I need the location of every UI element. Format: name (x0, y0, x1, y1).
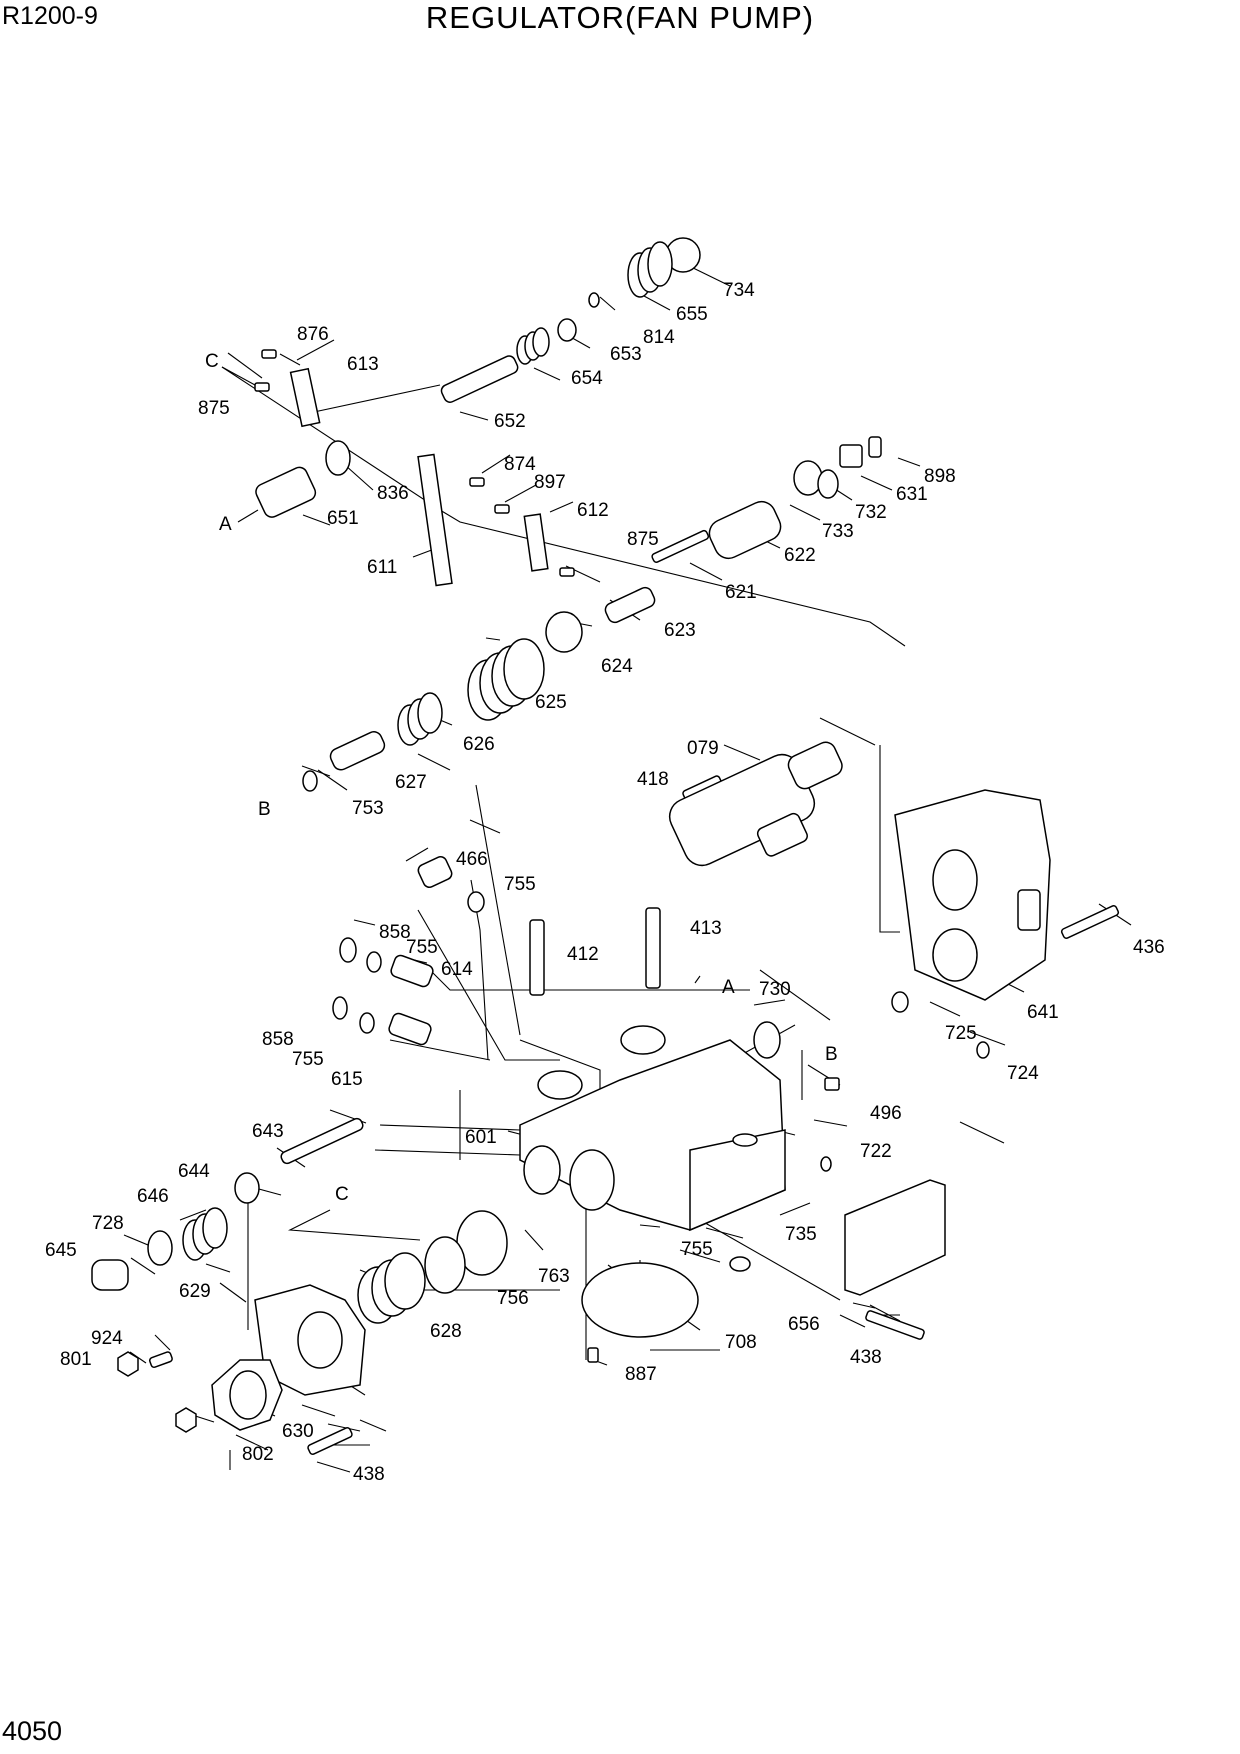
callout-c-bottom: C (335, 1184, 349, 1205)
callout-496: 496 (870, 1103, 902, 1124)
callout-836: 836 (377, 483, 409, 504)
callout-730: 730 (759, 979, 791, 1000)
callout-858-bottom: 858 (262, 1029, 294, 1050)
callout-644: 644 (178, 1161, 210, 1182)
callout-613: 613 (347, 354, 379, 375)
callout-755-b: 755 (406, 937, 438, 958)
spring-646 (182, 1207, 228, 1261)
callout-654: 654 (571, 368, 603, 389)
callout-728: 728 (92, 1213, 124, 1234)
callout-887: 887 (625, 1364, 657, 1385)
callout-858-top: 858 (379, 922, 411, 943)
plug-628 (357, 1252, 426, 1324)
callout-755-d: 755 (681, 1239, 713, 1260)
callout-734: 734 (723, 280, 755, 301)
callout-641: 641 (1027, 1002, 1059, 1023)
callout-627: 627 (395, 772, 427, 793)
diagram-title: REGULATOR(FAN PUMP) (425, 0, 815, 35)
spring-626 (397, 692, 443, 746)
callout-724: 724 (1007, 1063, 1039, 1084)
callout-735: 735 (785, 1224, 817, 1245)
callout-438-right: 438 (850, 1347, 882, 1368)
callout-755-c: 755 (292, 1049, 324, 1070)
callout-b-right: B (825, 1044, 838, 1065)
callout-413: 413 (690, 918, 722, 939)
callout-623: 623 (664, 620, 696, 641)
page-number: 4050 (2, 1716, 63, 1746)
callout-652: 652 (494, 411, 526, 432)
callout-802: 802 (242, 1444, 274, 1465)
spring-654 (516, 327, 550, 365)
callout-756: 756 (497, 1288, 529, 1309)
callout-651: 651 (327, 508, 359, 529)
callout-615: 615 (331, 1069, 363, 1090)
callout-466: 466 (456, 849, 488, 870)
parts-art (91, 237, 1120, 1456)
callout-629: 629 (179, 1281, 211, 1302)
callout-753: 753 (352, 798, 384, 819)
callout-438-bottom: 438 (353, 1464, 385, 1485)
callout-725: 725 (945, 1023, 977, 1044)
callout-626: 626 (463, 734, 495, 755)
callout-875-mid: 875 (627, 529, 659, 550)
callout-708: 708 (725, 1332, 757, 1353)
callout-646: 646 (137, 1186, 169, 1207)
callout-732: 732 (855, 502, 887, 523)
callout-079: 079 (687, 738, 719, 759)
spring-655 (627, 241, 673, 298)
callout-876: 876 (297, 324, 329, 345)
callout-897: 897 (534, 472, 566, 493)
callout-412: 412 (567, 944, 599, 965)
callout-601: 601 (465, 1127, 497, 1148)
callout-a-left: A (219, 514, 232, 535)
callout-621: 621 (725, 582, 757, 603)
callout-418: 418 (637, 769, 669, 790)
callout-722: 722 (860, 1141, 892, 1162)
callout-645: 645 (45, 1240, 77, 1261)
model-code: R1200-9 (2, 2, 98, 30)
spring-625 (467, 638, 545, 721)
callout-436: 436 (1133, 937, 1165, 958)
callout-b-left: B (258, 799, 271, 820)
callout-733: 733 (822, 521, 854, 542)
callout-655: 655 (676, 304, 708, 325)
callout-755-a: 755 (504, 874, 536, 895)
callout-814: 814 (643, 327, 675, 348)
callout-614: 614 (441, 959, 473, 980)
callout-628: 628 (430, 1321, 462, 1342)
callout-labels: 876 613 C 875 652 653 654 814 655 734 87… (45, 280, 1165, 1485)
callout-874: 874 (504, 454, 536, 475)
callout-612: 612 (577, 500, 609, 521)
callout-630: 630 (282, 1421, 314, 1442)
callout-898: 898 (924, 466, 956, 487)
callout-656: 656 (788, 1314, 820, 1335)
callout-622: 622 (784, 545, 816, 566)
callout-801: 801 (60, 1349, 92, 1370)
callout-625: 625 (535, 692, 567, 713)
callout-875-top: 875 (198, 398, 230, 419)
callout-924: 924 (91, 1328, 123, 1349)
callout-c-top: C (205, 351, 219, 372)
callout-a-right: A (722, 977, 735, 998)
callout-631: 631 (896, 484, 928, 505)
callout-653: 653 (610, 344, 642, 365)
callout-763: 763 (538, 1266, 570, 1287)
callout-624: 624 (601, 656, 633, 677)
callout-611: 611 (367, 557, 397, 578)
callout-643: 643 (252, 1121, 284, 1142)
